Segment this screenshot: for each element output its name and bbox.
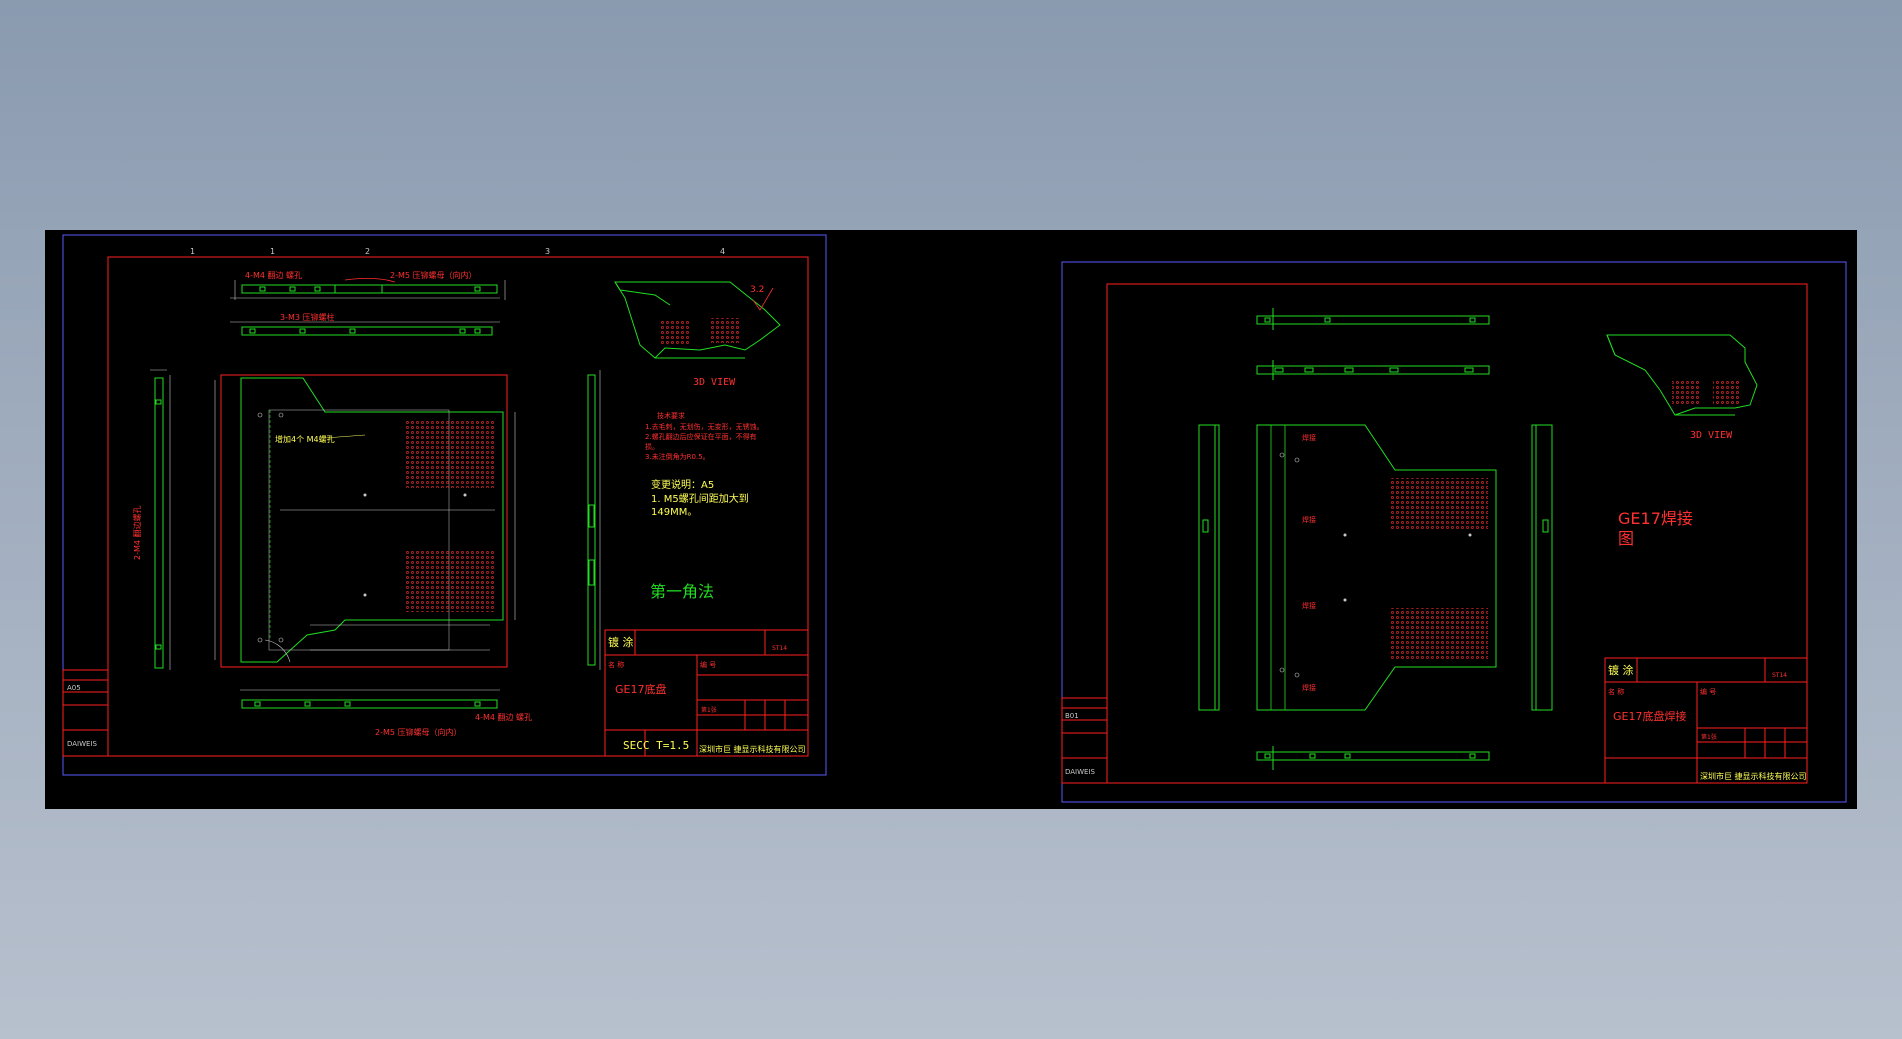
weld-mark: 焊接	[1302, 683, 1316, 692]
right-process-label: 镀 涂	[1608, 663, 1634, 677]
callout-m5-top: 2-M5 压铆螺母（向内）	[390, 270, 477, 280]
grid-number: 3	[545, 247, 550, 256]
right-part-name: GE17底盘焊接	[1613, 709, 1686, 723]
right-material-code: ST14	[1772, 672, 1787, 679]
name-label: 名 称	[608, 660, 624, 669]
right-sheet-border	[1061, 261, 1847, 803]
right-bottom-rail-view	[1256, 746, 1490, 770]
callout-m4-side: 2-M4 翻边螺孔	[132, 505, 142, 560]
right-company-name: 深圳市巨 捷显示科技有限公司	[1700, 771, 1807, 781]
right-name-label: 名 称	[1608, 687, 1624, 696]
weld-title-line-1: GE17焊接	[1618, 509, 1693, 528]
material-spec: SECC T=1.5	[623, 739, 689, 752]
right-top-rail-view	[1256, 308, 1490, 380]
revision-code: A05	[67, 684, 81, 692]
change-note-line: 149MM。	[651, 507, 697, 518]
right-side-views	[1198, 424, 1553, 711]
weld-mark: 焊接	[1302, 433, 1316, 442]
chassis-plan-view	[214, 374, 516, 668]
grid-number: 1	[270, 247, 275, 256]
process-label: 镀 涂	[608, 635, 634, 649]
tech-note-line: 2.螺孔翻边后应保证在平面，不得有	[645, 432, 757, 441]
callout-m4-bottom: 4-M4 翻边 螺孔	[475, 712, 532, 722]
weld-title-line-2: 图	[1618, 529, 1634, 548]
weld-mark: 焊接	[1302, 515, 1316, 524]
weld-plan-view	[1256, 424, 1497, 711]
technical-requirements: 技术要求 1.去毛刺，无划伤，无变形，无锈蚀。 2.螺孔翻边后应保证在平面，不得…	[645, 411, 764, 461]
left-title-block	[604, 629, 809, 757]
right-logo-text: DAIWEIS	[1065, 768, 1096, 776]
company-name: 深圳市巨 捷显示科技有限公司	[699, 744, 806, 754]
right-side-view	[587, 374, 596, 666]
change-note-line: 1. M5螺孔间距加大到	[651, 492, 749, 505]
part-name: GE17底盘	[615, 682, 666, 696]
material-code: ST14	[772, 645, 787, 652]
right-drawing-no-label: 编 号	[1700, 687, 1716, 696]
right-3d-view-label: 3D VIEW	[1690, 430, 1733, 441]
left-frame	[107, 256, 809, 757]
right-revision-code: B01	[1065, 712, 1079, 720]
drawing-no-label: 编 号	[700, 660, 716, 669]
left-3d-view-label: 3D VIEW	[693, 377, 736, 388]
grid-number: 1	[190, 247, 195, 256]
projection-method: 第一角法	[650, 582, 714, 601]
bottom-flange-view	[241, 699, 498, 709]
right-frame	[1106, 283, 1808, 784]
logo-text: DAIWEIS	[67, 740, 98, 748]
callout-m3: 3-M3 压铆螺柱	[280, 312, 335, 322]
change-note-title: 变更说明：A5	[651, 478, 714, 491]
left-sheet-border	[62, 234, 827, 776]
tech-notes-title: 技术要求	[657, 411, 685, 420]
roughness-symbol: 3.2	[750, 285, 764, 295]
change-notes: 变更说明：A5 1. M5螺孔间距加大到 149MM。	[651, 478, 749, 518]
grid-number: 4	[720, 247, 725, 256]
left-revision-block	[62, 669, 109, 757]
left-drawing-sheet: 1 1 2 3 4 4-M4	[62, 234, 827, 776]
vent-perforations	[405, 420, 495, 612]
cad-model-space[interactable]: 1 1 2 3 4 4-M4	[45, 230, 1857, 809]
callout-m4-note: 增加4个 M4螺孔	[275, 434, 335, 444]
left-side-view	[154, 377, 164, 669]
isometric-3d-view-right	[1606, 334, 1758, 416]
right-revision-block	[1061, 697, 1108, 784]
isometric-3d-view-left	[614, 281, 781, 359]
tech-note-line: 3.未注倒角为R0.5。	[645, 452, 710, 461]
right-drawing-sheet: 焊接 焊接 焊接 焊接 3D VIEW GE17焊接 图	[1061, 261, 1847, 803]
tech-note-line: 损。	[645, 442, 659, 451]
weld-marks: 焊接 焊接 焊接 焊接	[1302, 433, 1316, 692]
right-sheet-number: 第1张	[1701, 733, 1717, 741]
tech-note-line: 1.去毛刺，无划伤，无变形，无锈蚀。	[645, 422, 764, 431]
callout-m5-bottom: 2-M5 压铆螺母（向内）	[375, 727, 462, 737]
sheet-number: 第1张	[701, 706, 717, 714]
weld-mark: 焊接	[1302, 601, 1316, 610]
grid-number: 2	[365, 247, 370, 256]
callout-m4-top: 4-M4 翻边 螺孔	[245, 270, 302, 280]
right-title-block	[1604, 657, 1808, 784]
top-flange-view	[241, 284, 498, 336]
